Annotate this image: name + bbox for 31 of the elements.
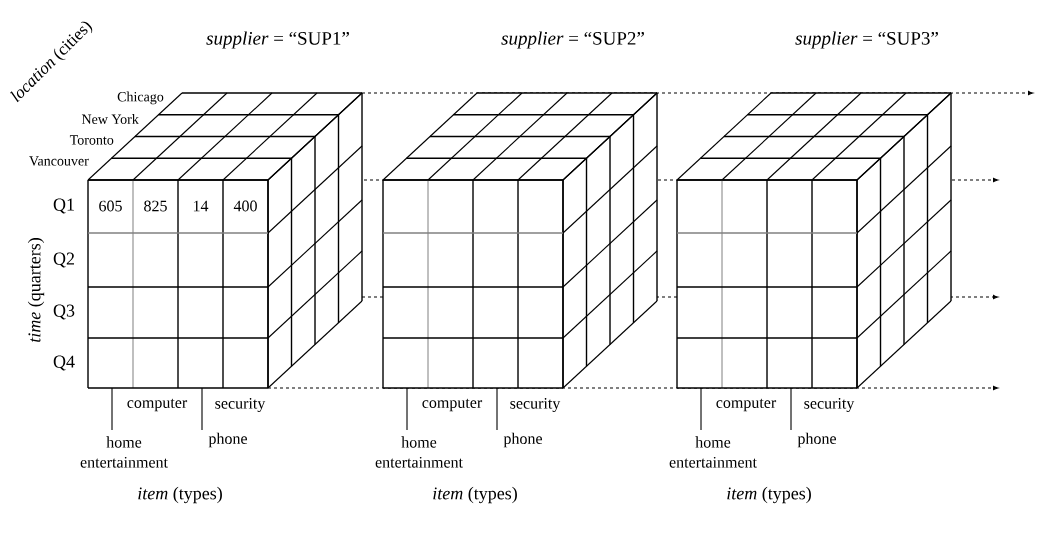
item-label: phone bbox=[503, 432, 542, 448]
item-label: home entertainment bbox=[669, 436, 757, 468]
item-label: security bbox=[804, 398, 855, 412]
city-label: Vancouver bbox=[29, 156, 89, 166]
axis-title: time (quarters) bbox=[27, 238, 45, 342]
quarter-label: Q4 bbox=[53, 355, 75, 371]
item-label: computer bbox=[127, 398, 188, 412]
cell-value: 605 bbox=[99, 200, 122, 212]
item-label: security bbox=[510, 398, 561, 412]
supplier-label: supplier = “SUP3” bbox=[795, 31, 938, 49]
cell-value: 825 bbox=[144, 200, 167, 212]
supplier-label: supplier = “SUP2” bbox=[501, 31, 644, 49]
cell-value: 400 bbox=[233, 200, 257, 212]
axis-title: item (types) bbox=[138, 486, 222, 504]
item-label: computer bbox=[716, 398, 777, 412]
axis-title: item (types) bbox=[727, 486, 811, 504]
quarter-label: Q1 bbox=[53, 198, 74, 214]
city-label: Toronto bbox=[69, 135, 114, 145]
item-label: home entertainment bbox=[80, 436, 168, 468]
city-label: Chicago bbox=[117, 91, 164, 105]
cell-value: 14 bbox=[193, 200, 209, 212]
item-label: security bbox=[215, 398, 266, 412]
supplier-label: supplier = “SUP1” bbox=[206, 31, 349, 49]
city-label: New York bbox=[81, 114, 139, 124]
item-label: phone bbox=[797, 432, 836, 448]
quarter-label: Q3 bbox=[53, 304, 75, 320]
item-label: computer bbox=[422, 398, 483, 412]
axis-title: item (types) bbox=[433, 486, 517, 504]
quarter-label: Q2 bbox=[53, 252, 74, 268]
item-label: home entertainment bbox=[375, 436, 463, 468]
item-label: phone bbox=[208, 432, 247, 448]
